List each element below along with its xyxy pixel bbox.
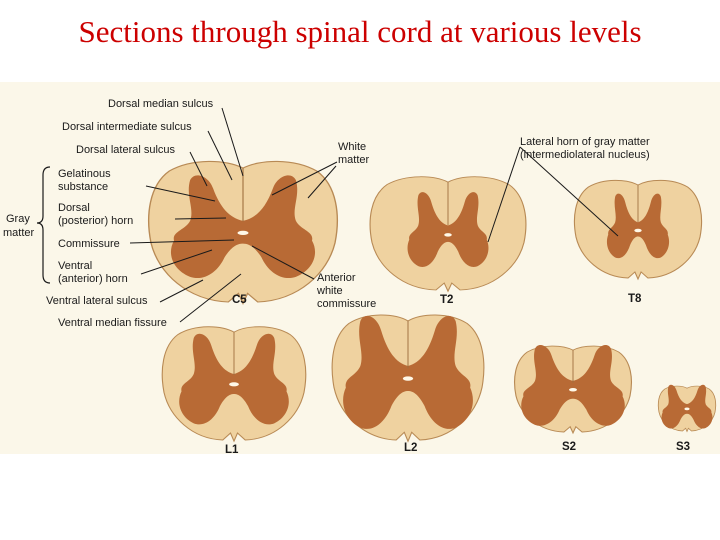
level-label-s2: S2	[562, 441, 576, 453]
label-ventral-median-fissure: Ventral median fissure	[58, 317, 167, 329]
label-commissure: Commissure	[58, 238, 120, 250]
label-dorsal-intermediate-sulcus: Dorsal intermediate sulcus	[62, 121, 192, 133]
section-c5	[149, 161, 338, 303]
label-dorsal-lateral-sulcus: Dorsal lateral sulcus	[76, 144, 176, 156]
label-white-matter-1: White	[338, 141, 366, 153]
level-label-t2: T2	[440, 294, 453, 306]
slide-title: Sections through spinal cord at various …	[78, 14, 642, 49]
section-t8	[574, 180, 701, 279]
label-white-matter-2: matter	[338, 154, 370, 166]
label-dorsal-horn-1: Dorsal	[58, 202, 90, 214]
label-lateral-horn-2: (intermediolateral nucleus)	[520, 149, 650, 161]
section-s3	[658, 385, 715, 432]
label-dorsal-horn-2: (posterior) horn	[58, 215, 133, 227]
label-ventral-horn-2: (anterior) horn	[58, 273, 128, 285]
label-gray-matter-1: Gray	[6, 213, 30, 225]
spinal-cord-sections-figure: C5 T2 T8 L1 L2 S2	[0, 82, 720, 454]
label-anterior-white-commissure-1: Anterior	[317, 272, 356, 284]
label-ventral-horn-1: Ventral	[58, 260, 92, 272]
label-anterior-white-commissure-3: commissure	[317, 298, 376, 310]
label-gelatinous-substance-1: Gelatinous	[58, 168, 111, 180]
label-lateral-horn-1: Lateral horn of gray matter	[520, 136, 650, 148]
leader-lines	[129, 107, 619, 323]
level-label-l2: L2	[404, 442, 417, 454]
level-label-s3: S3	[676, 441, 690, 453]
level-label-l1: L1	[225, 444, 239, 454]
level-label-c5: C5	[232, 294, 247, 306]
section-t2	[370, 177, 526, 291]
level-label-t8: T8	[628, 293, 642, 305]
label-anterior-white-commissure-2: white	[316, 285, 343, 297]
label-ventral-lateral-sulcus: Ventral lateral sulcus	[46, 295, 148, 307]
section-s2	[515, 345, 632, 433]
section-l2	[332, 315, 484, 441]
label-gelatinous-substance-2: substance	[58, 181, 108, 193]
label-dorsal-median-sulcus: Dorsal median sulcus	[108, 98, 214, 110]
gray-matter-brace	[36, 166, 51, 284]
section-l1	[162, 327, 306, 441]
label-gray-matter-2: matter	[3, 227, 35, 239]
